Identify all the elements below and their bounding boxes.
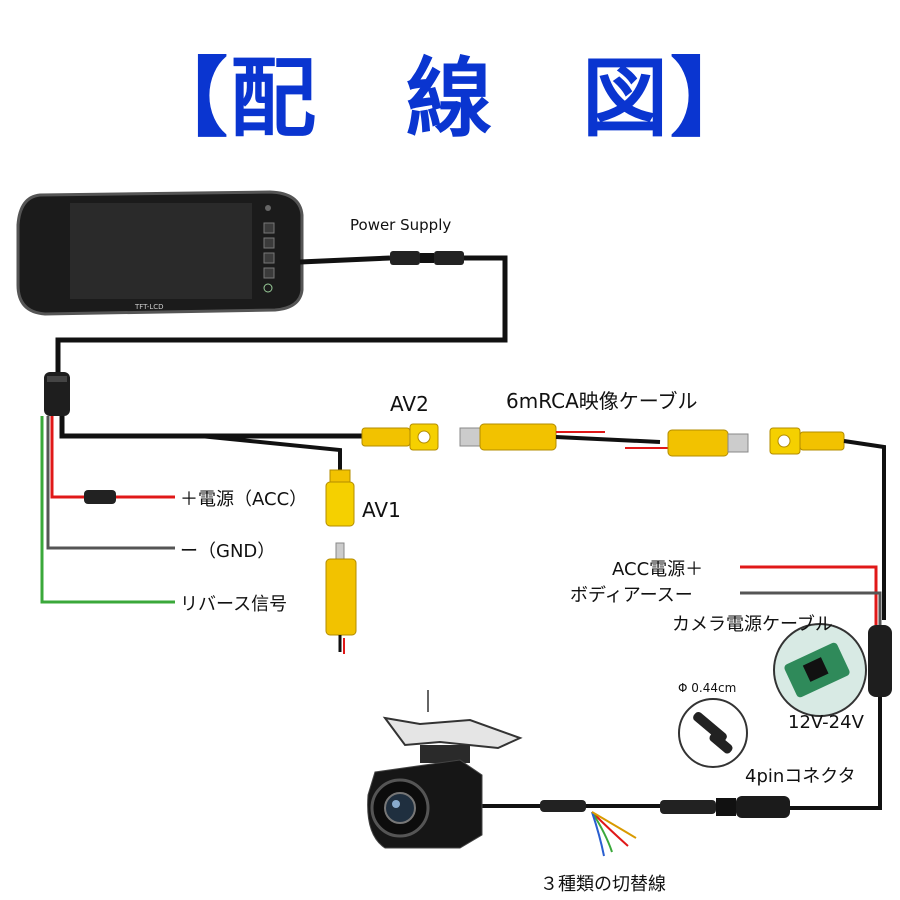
4pin-connector-label: 4pinコネクタ (745, 766, 856, 787)
camera-cable (470, 796, 790, 857)
backup-camera-icon (367, 690, 523, 849)
reverse-signal-label: リバース信号 (180, 594, 288, 615)
av2-label: AV2 (390, 392, 429, 416)
junction-block (44, 372, 70, 416)
av1-label: AV1 (362, 498, 401, 522)
diagram-title: 【配 線 図】 (142, 49, 758, 149)
power-supply-cable (55, 251, 508, 372)
rca-cable-label: 6mRCA映像ケーブル (506, 389, 698, 413)
rca-video-cable (459, 423, 749, 457)
gnd-label: ー（GND） (180, 541, 276, 562)
camera-rca-connector (769, 427, 886, 620)
av2-rca-connector (361, 423, 439, 451)
acc-power-plus-label: ACC電源＋ (612, 559, 704, 580)
power-filter-module (790, 625, 892, 810)
switch-wires-label: ３種類の切替線 (540, 874, 666, 895)
power-filter-board-icon (773, 623, 867, 717)
camera-power-cable-label: カメラ電源ケーブル (672, 614, 833, 635)
4pin-connector-icon (678, 698, 748, 768)
voltage-label: 12V-24V (788, 712, 864, 733)
power-supply-label: Power Supply (350, 216, 452, 234)
diameter-label: Φ 0.44cm (678, 681, 737, 695)
acc-power-label: ＋電源（ACC） (180, 489, 308, 510)
av1-rca-connector (325, 469, 357, 654)
body-earth-label: ボディアースー (570, 585, 693, 606)
rear-view-mirror-monitor-icon (16, 190, 304, 316)
monitor-brand-label: TFT-LCD (135, 303, 164, 311)
